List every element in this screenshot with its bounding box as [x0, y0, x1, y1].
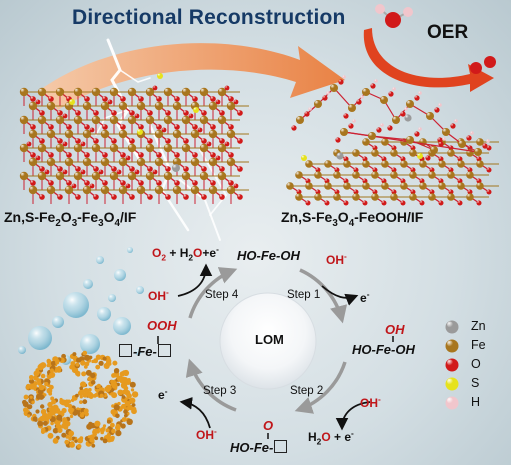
- step4-arrow: [177, 263, 213, 297]
- step1-arrow: [321, 285, 359, 306]
- legend-label-h: H: [471, 395, 481, 409]
- step1-electron: e-: [360, 289, 370, 305]
- right-crystal-structure: [286, 75, 499, 206]
- iron-foam-icon: [22, 350, 139, 450]
- step2-products: H2O + e-: [308, 428, 354, 447]
- oer-label: OER: [427, 22, 469, 43]
- step2-arrow: [335, 401, 371, 431]
- step4-hydroxide: OH-: [148, 287, 169, 303]
- page-title: Directional Reconstruction: [72, 6, 346, 29]
- right-material-label: Zn,S-Fe3O4-FeOOH/IF: [281, 209, 424, 229]
- legend-swatch-highlight: [447, 321, 453, 328]
- legend-atoms: [445, 320, 459, 410]
- step-1-label: Step 1: [287, 289, 321, 301]
- step3-arrow: [179, 397, 211, 429]
- right-intermediate: HO-Fe-OH: [352, 342, 415, 357]
- bottom-intermediate: HO-Fe-: [230, 440, 288, 455]
- legend-swatch-highlight: [447, 359, 453, 366]
- vacancy-box: [157, 344, 171, 357]
- step-4-label: Step 4: [205, 289, 239, 301]
- legend-label-zn: Zn: [471, 319, 486, 333]
- bottom-intermediate-o: O: [263, 418, 274, 433]
- cycle-arc-bottom-left: [185, 358, 237, 412]
- oer-arrow: [363, 28, 494, 92]
- water-molecule-icon: [375, 4, 413, 28]
- vacancy-box: [274, 440, 288, 453]
- legend-label-s: S: [471, 376, 480, 390]
- vacancy-box: [119, 344, 132, 357]
- legend-swatch-highlight: [447, 340, 453, 347]
- top-intermediate: HO-Fe-OH: [237, 248, 300, 263]
- step3-electron: e-: [158, 386, 168, 402]
- legend-swatch-highlight: [447, 397, 453, 404]
- legend-label-fe: Fe: [471, 338, 486, 352]
- cycle-arc-top-left: [188, 267, 238, 319]
- left-crystal-structure: [19, 73, 249, 204]
- left-material-label: Zn,S-Fe2O3-Fe3O4/IF: [4, 209, 137, 229]
- step4-products: O2 + H2O+e-: [152, 244, 219, 263]
- legend-label-o: O: [471, 357, 481, 371]
- legend-swatch-highlight: [447, 378, 453, 385]
- center-circle: [219, 292, 317, 390]
- step-3-label: Step 3: [203, 385, 237, 397]
- step1-hydroxide: OH-: [326, 251, 347, 267]
- lom-label: LOM: [255, 332, 284, 347]
- oxygen-molecule-icon: [470, 56, 496, 74]
- left-intermediate: -Fe-: [118, 344, 172, 359]
- left-intermediate-ooh: OOH: [147, 318, 177, 333]
- step-2-label: Step 2: [290, 385, 324, 397]
- cycle-arc-bottom-right: [294, 361, 347, 414]
- step2-hydroxide: OH-: [360, 394, 381, 410]
- step3-hydroxide: OH-: [196, 426, 217, 442]
- right-intermediate-oh: OH: [385, 322, 405, 337]
